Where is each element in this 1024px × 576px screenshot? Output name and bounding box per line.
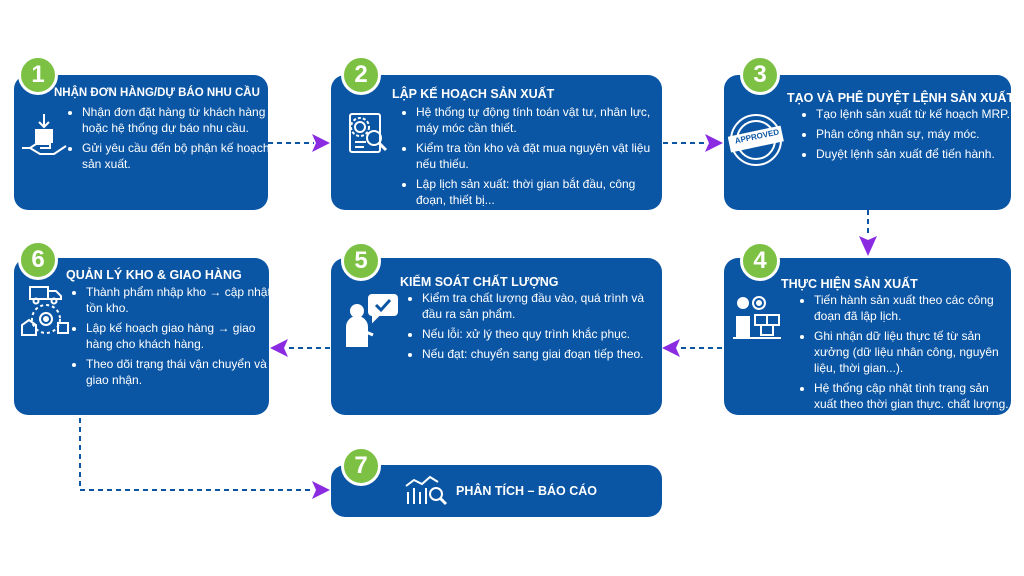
list-item: Lập lịch sản xuất: thời gian bắt đầu, cô… [416, 176, 668, 208]
arrowhead-1-2 [312, 134, 330, 152]
list-item: Tạo lệnh sản xuất từ kế hoạch MRP. [816, 106, 1011, 122]
step-7-card [331, 465, 662, 517]
list-item: Duyệt lệnh sản xuất để tiến hành. [816, 146, 1011, 162]
step-1-list: Nhận đơn đặt hàng từ khách hàng hoặc hệ … [68, 104, 272, 176]
worker-production-icon [731, 293, 783, 346]
arrowhead-2-3 [705, 134, 723, 152]
gear-document-search-icon [340, 108, 390, 163]
step-1-title: NHẬN ĐƠN HÀNG/DỰ BÁO NHU CẦU [54, 87, 260, 99]
arrowhead-6-7 [312, 481, 330, 499]
arrowhead-5-6 [270, 339, 288, 357]
list-item: Tiến hành sản xuất theo các công đoạn đã… [814, 292, 1014, 324]
step-4-list: Tiến hành sản xuất theo các công đoạn đã… [800, 292, 1014, 416]
hand-receiving-box-icon [20, 112, 68, 167]
list-item: Phân công nhân sự, máy móc. [816, 126, 1011, 142]
step-6-title: QUẢN LÝ KHO & GIAO HÀNG [66, 268, 242, 282]
step-5-card [331, 258, 662, 415]
approved-stamp-icon: APPROVED [727, 112, 784, 168]
list-item: Hệ thống cập nhật tình trạng sản xuất th… [814, 380, 1014, 412]
step-6-card [14, 258, 269, 415]
step-4-title: THỰC HIỆN SẢN XUẤT [781, 277, 918, 291]
connector-6-7 [79, 418, 314, 491]
arrowhead-4-5 [662, 339, 680, 357]
warehouse-delivery-icon [20, 285, 72, 342]
step-3-badge: 3 [740, 55, 780, 95]
step-2-card [331, 75, 662, 210]
list-item: Nhận đơn đặt hàng từ khách hàng hoặc hệ … [82, 104, 272, 136]
step-1-card [14, 75, 268, 210]
step-7-title: PHÂN TÍCH – BÁO CÁO [456, 484, 597, 498]
step-3-list: Tạo lệnh sản xuất từ kế hoạch MRP. Phân … [802, 106, 1011, 166]
list-item: Theo dõi trạng thái vận chuyển và giao n… [86, 356, 274, 388]
step-5-title: KIỂM SOÁT CHẤT LƯỢNG [400, 275, 559, 289]
chart-analysis-icon [404, 474, 448, 511]
list-item: Kiểm tra tồn kho và đặt mua nguyên vật l… [416, 140, 668, 172]
step-1-badge: 1 [18, 55, 58, 95]
step-6-badge: 6 [18, 240, 58, 280]
quality-check-person-icon [343, 293, 399, 354]
step-5-badge: 5 [341, 241, 381, 281]
step-4-badge: 4 [740, 241, 780, 281]
arrowhead-3-4 [859, 236, 877, 256]
step-2-badge: 2 [341, 55, 381, 95]
list-item: Ghi nhận dữ liệu thực tế từ sản xưởng (d… [814, 328, 1014, 376]
step-2-title: LẬP KẾ HOẠCH SẢN XUẤT [392, 87, 555, 101]
list-item: Kiểm tra chất lượng đầu vào, quá trình v… [422, 290, 662, 322]
step-6-list: Thành phẩm nhập kho → cập nhật tồn kho. … [72, 284, 274, 392]
step-4-card [724, 258, 1011, 415]
step-7-badge: 7 [341, 446, 381, 486]
step-3-title: TẠO VÀ PHÊ DUYỆT LỆNH SẢN XUẤT [787, 91, 1015, 105]
step-2-list: Hệ thống tự động tính toán vật tư, nhân … [402, 104, 668, 212]
list-item: Gửi yêu cầu đến bộ phận kế hoạch sản xuấ… [82, 140, 272, 172]
list-item: Lập kế hoạch giao hàng → giao hàng cho k… [86, 320, 274, 352]
list-item: Thành phẩm nhập kho → cập nhật tồn kho. [86, 284, 274, 316]
list-item: Nếu lỗi: xử lý theo quy trình khắc phục. [422, 326, 662, 342]
step-5-list: Kiểm tra chất lượng đầu vào, quá trình v… [408, 290, 662, 366]
list-item: Nếu đạt: chuyển sang giai đoạn tiếp theo… [422, 346, 662, 362]
list-item: Hệ thống tự động tính toán vật tư, nhân … [416, 104, 668, 136]
